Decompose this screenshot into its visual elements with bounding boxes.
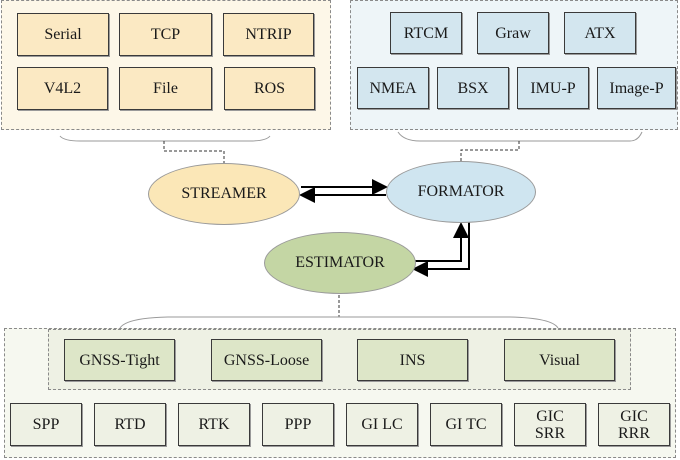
formator-item-atx: ATX [564,12,636,54]
streamer-item-serial: Serial [17,13,109,56]
formator-item-image-p: Image-P [597,67,676,109]
estimator-node: ESTIMATOR [264,232,416,294]
mode-gnss-tight: GNSS-Tight [64,339,175,381]
streamer-item-v4l2: V4L2 [17,67,108,110]
arrow-formator-to-estimator [412,222,470,277]
formator-item-bsx: BSX [437,67,509,109]
method-gic-rrr: GIC RRR [598,403,670,446]
formator-item-rtcm: RTCM [390,12,462,54]
method-ppp: PPP [262,403,334,446]
method-gi-lc: GI LC [346,403,418,446]
streamer-item-file: File [119,67,212,110]
formator-item-imu-p: IMU-P [517,67,589,109]
method-spp: SPP [10,403,82,446]
method-rtd: RTD [94,403,166,446]
formator-link [460,141,520,163]
formator-item-nmea: NMEA [357,67,429,109]
streamer-item-ntrip: NTRIP [223,13,314,56]
streamer-link [163,141,225,163]
method-gi-tc: GI TC [430,403,502,446]
streamer-item-ros: ROS [224,67,315,110]
mode-ins: INS [357,339,468,381]
formator-item-graw: Graw [477,12,549,54]
streamer-item-tcp: TCP [119,13,212,56]
streamer-brace [59,135,271,142]
formator-node: FORMATOR [386,161,536,223]
method-rtk: RTK [178,403,250,446]
formator-brace [397,131,643,142]
method-gic-srr: GIC SRR [514,403,586,446]
mode-gnss-loose: GNSS-Loose [211,339,322,381]
estimator-brace [119,316,559,329]
streamer-node: STREAMER [148,163,300,225]
mode-visual: Visual [504,339,615,381]
arrow-estimator-to-formator [413,222,469,262]
